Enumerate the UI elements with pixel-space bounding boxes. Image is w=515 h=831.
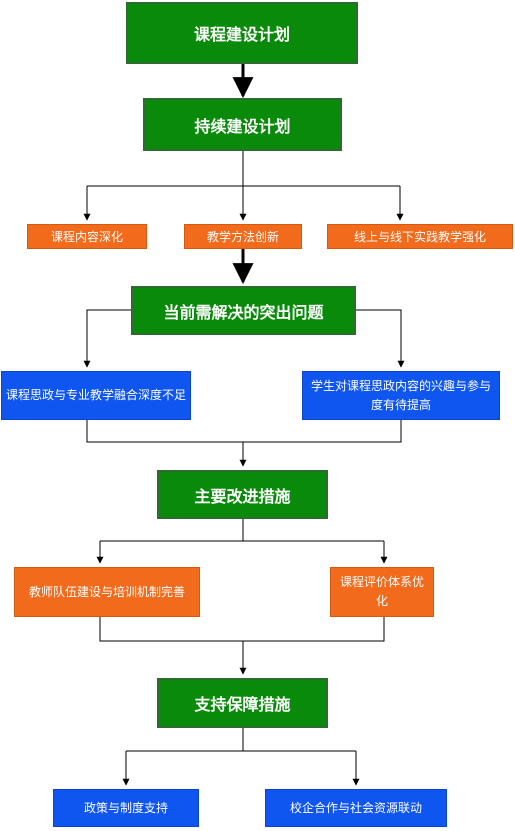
node-online-offline: 线上与线下实践教学强化 (327, 224, 513, 249)
node-label: 课程评价体系优化 (339, 575, 424, 608)
node-label: 持续建设计划 (194, 116, 291, 136)
node-label: 当前需解决的突出问题 (163, 302, 324, 322)
merge-line-mid (86, 420, 402, 443)
node-continuous-plan: 持续建设计划 (143, 98, 342, 151)
node-label: 政策与制度支持 (83, 800, 168, 815)
node-improvements: 主要改进措施 (157, 470, 328, 519)
arrow-problems-to-interest (356, 309, 405, 368)
node-current-problems: 当前需解决的突出问题 (131, 286, 356, 335)
node-student-interest: 学生对课程思政内容的兴趣与参与度有待提高 (302, 371, 500, 420)
node-label: 课程思政与专业教学融合深度不足 (6, 388, 187, 402)
node-label: 学生对课程思政内容的兴趣与参与度有待提高 (310, 378, 491, 412)
node-label: 线上与线下实践教学强化 (353, 230, 486, 244)
node-label: 支持保障措施 (194, 695, 291, 714)
node-evaluation: 课程评价体系优化 (330, 567, 434, 617)
node-label: 课程建设计划 (193, 25, 290, 44)
node-label: 主要改进措施 (194, 486, 291, 506)
merge-line-lower (99, 617, 385, 642)
node-label: 教学方法创新 (206, 230, 279, 244)
node-content-deepen: 课程内容深化 (27, 224, 147, 249)
node-integration-depth: 课程思政与专业教学融合深度不足 (1, 371, 191, 420)
node-policy: 政策与制度支持 (53, 789, 199, 827)
node-school-enterprise: 校企合作与社会资源联动 (265, 789, 447, 827)
node-support: 支持保障措施 (157, 678, 328, 728)
arrow-problems-to-integration (83, 309, 131, 368)
node-course-plan: 课程建设计划 (126, 2, 358, 64)
node-label: 课程内容深化 (50, 230, 123, 244)
node-method-innovation: 教学方法创新 (184, 224, 302, 249)
node-teacher-training: 教师队伍建设与培训机制完善 (14, 567, 200, 617)
node-label: 教师队伍建设与培训机制完善 (28, 584, 185, 599)
node-label: 校企合作与社会资源联动 (289, 800, 422, 815)
